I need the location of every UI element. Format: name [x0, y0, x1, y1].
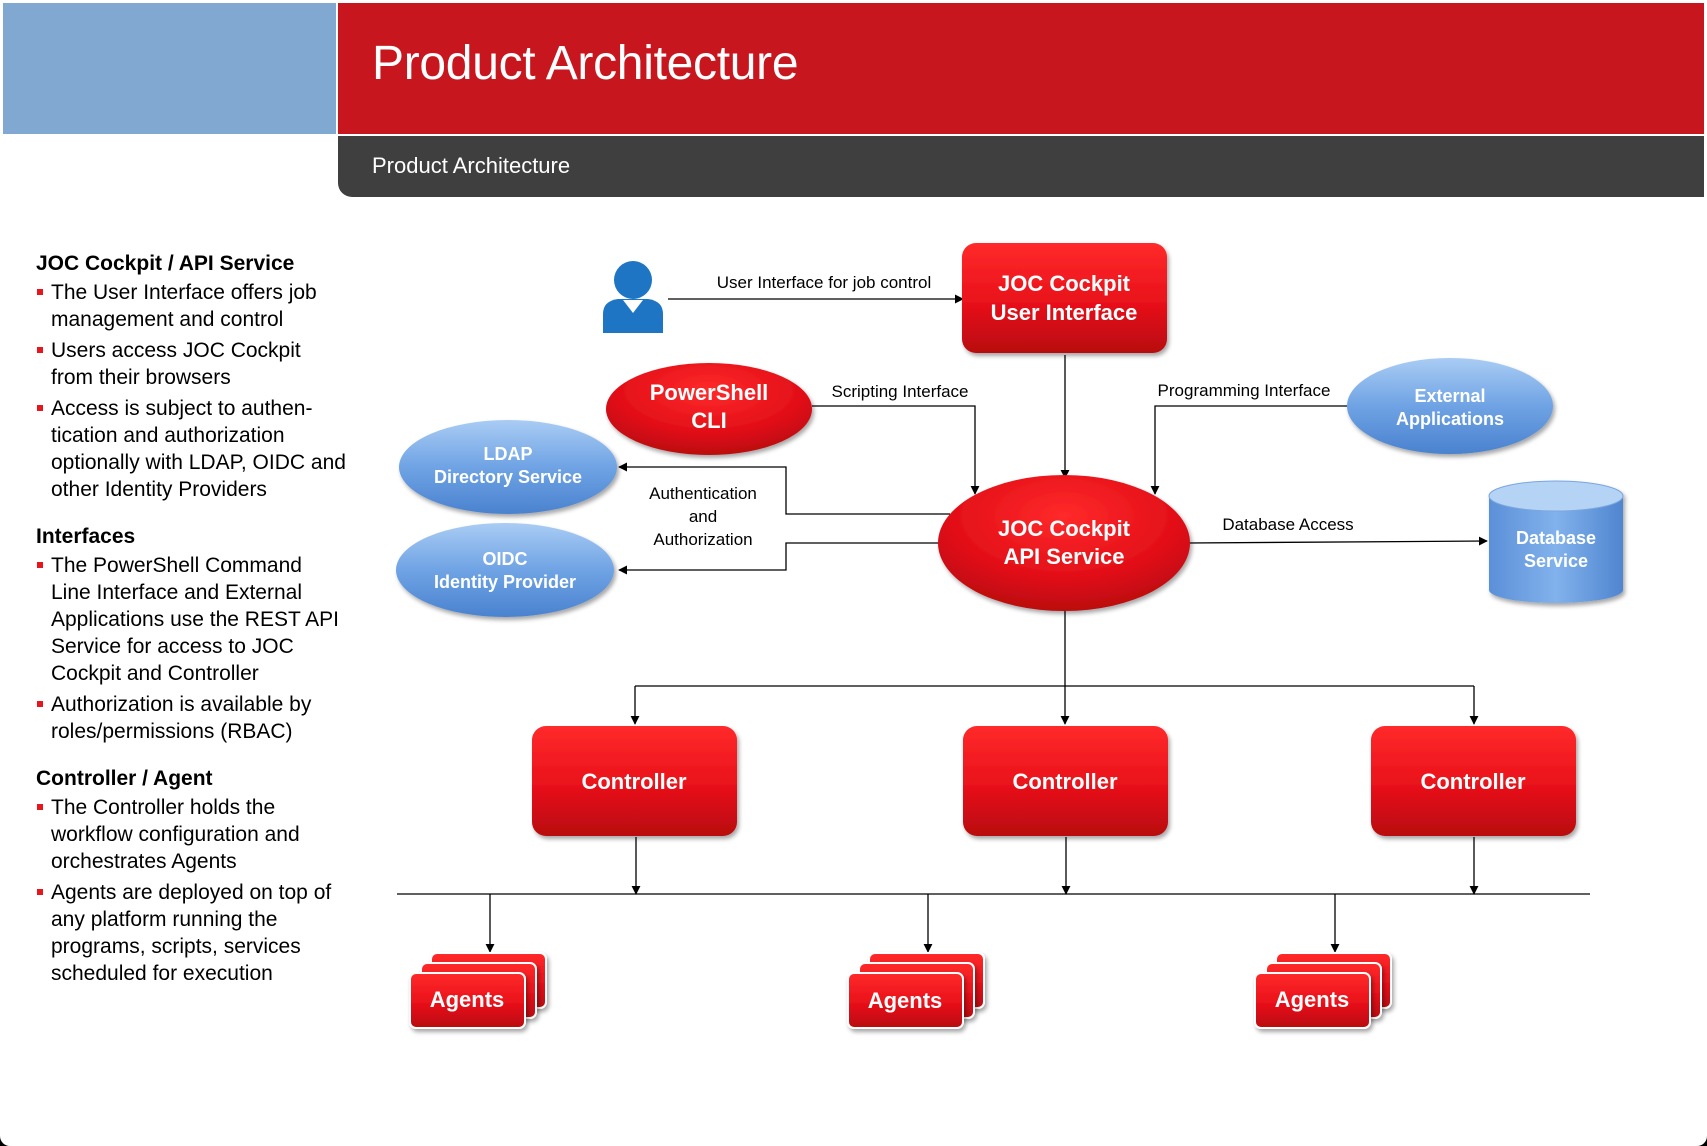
oidc-label-2: Identity Provider: [434, 572, 576, 592]
controller-3-box: [1371, 726, 1576, 836]
controller-2-box: [963, 726, 1168, 836]
user-icon-body: [603, 299, 663, 333]
agents-3-card-front: [1254, 972, 1371, 1029]
label-ui-job-control: User Interface for job control: [717, 273, 931, 292]
controller-2-label: Controller: [1012, 769, 1118, 794]
label-auth-line-1: Authentication: [649, 484, 757, 503]
controller-3-label: Controller: [1420, 769, 1526, 794]
user-icon: [603, 261, 663, 333]
powershell-label-1: PowerShell: [650, 380, 769, 405]
connector-labels: User Interface for job control Scripting…: [649, 273, 1354, 549]
arrow-external-to-api: [1150, 405, 1348, 495]
arrow-powershell-to-api: [812, 405, 980, 495]
arrow-api-to-ldap: [618, 462, 950, 515]
agents-1: Agents: [409, 952, 547, 1029]
database-cylinder-top: [1488, 480, 1624, 512]
bullet-list: The Controller holds the workflow config…: [36, 794, 346, 987]
api-service-label-1: JOC Cockpit: [998, 516, 1131, 541]
controller-2: Controller: [963, 726, 1168, 836]
section-heading: JOC Cockpit / API Service: [36, 252, 295, 275]
controller-1-label: Controller: [581, 769, 687, 794]
bullet-item: Authorization is available by roles/perm…: [36, 691, 346, 745]
agents-3: Agents: [1254, 952, 1392, 1029]
label-scripting-interface: Scripting Interface: [831, 382, 968, 401]
connectors: [397, 294, 1590, 953]
api-service-ellipse: [938, 475, 1190, 611]
external-apps-label-2: Applications: [1396, 409, 1504, 429]
database-label-1: Database: [1516, 528, 1596, 548]
oidc-ellipse: [396, 523, 614, 617]
joc-cockpit-api-service: JOC Cockpit API Service: [938, 475, 1190, 611]
powershell-label-2: CLI: [691, 408, 726, 433]
database-cylinder-body: [1489, 496, 1623, 603]
bullet-item: Access is subject to authen-tication and…: [36, 395, 346, 503]
powershell-ellipse: [606, 363, 812, 455]
bullet-list: The User Interface offers job management…: [36, 279, 346, 503]
section-heading: Interfaces: [36, 525, 136, 548]
external-applications: External Applications: [1347, 358, 1553, 454]
ldap-label-1: LDAP: [484, 444, 533, 464]
arrow-api-to-oidc: [618, 542, 940, 575]
bullet-item: The Controller holds the workflow config…: [36, 794, 346, 875]
page-title: Product Architecture: [372, 37, 799, 90]
agents-2-label: Agents: [868, 988, 943, 1013]
bullet-item: Agents are deployed on top of any platfo…: [36, 879, 346, 987]
controller-1: Controller: [532, 726, 737, 836]
agents-3-label: Agents: [1275, 987, 1350, 1012]
oidc-identity-provider: OIDC Identity Provider: [396, 523, 614, 617]
section-heading: Controller / Agent: [36, 767, 213, 790]
label-database-access: Database Access: [1222, 515, 1353, 534]
database-service: Database Service: [1488, 480, 1624, 603]
external-apps-ellipse: [1347, 358, 1553, 454]
joc-ui-label-2: User Interface: [991, 300, 1138, 325]
api-service-label-2: API Service: [1003, 544, 1124, 569]
joc-ui-box: [962, 243, 1167, 353]
header-accent-block: [3, 3, 336, 134]
user-icon-head: [614, 261, 652, 299]
bullet-item: The User Interface offers job management…: [36, 279, 346, 333]
arrow-api-to-database: [1187, 536, 1488, 546]
agents-1-label: Agents: [430, 987, 505, 1012]
ldap-directory-service: LDAP Directory Service: [399, 420, 617, 514]
subtitle-bar: [338, 136, 1704, 197]
database-label-2: Service: [1524, 551, 1588, 571]
label-auth-line-2: and: [689, 507, 717, 526]
external-apps-label-1: External: [1414, 386, 1485, 406]
joc-ui-label-1: JOC Cockpit: [998, 271, 1131, 296]
oidc-label-1: OIDC: [483, 549, 528, 569]
ldap-label-2: Directory Service: [434, 467, 582, 487]
bullet-item: The PowerShell Command Line Interface an…: [36, 552, 346, 687]
bullet-item: Users access JOC Cockpit from their brow…: [36, 337, 346, 391]
bullet-list: The PowerShell Command Line Interface an…: [36, 552, 346, 745]
label-programming-interface: Programming Interface: [1158, 381, 1331, 400]
controller-1-box: [532, 726, 737, 836]
user-icon-collar: [623, 300, 643, 313]
agents-1-card-front: [409, 972, 526, 1029]
ldap-ellipse: [399, 420, 617, 514]
agents-2: Agents: [847, 952, 985, 1029]
controller-3: Controller: [1371, 726, 1576, 836]
joc-cockpit-user-interface: JOC Cockpit User Interface: [962, 243, 1167, 353]
powershell-cli: PowerShell CLI: [606, 363, 812, 455]
label-auth-line-3: Authorization: [653, 530, 752, 549]
title-bar: [338, 3, 1704, 134]
page-subtitle: Product Architecture: [372, 153, 571, 178]
agents-2-card-front: [847, 972, 964, 1029]
